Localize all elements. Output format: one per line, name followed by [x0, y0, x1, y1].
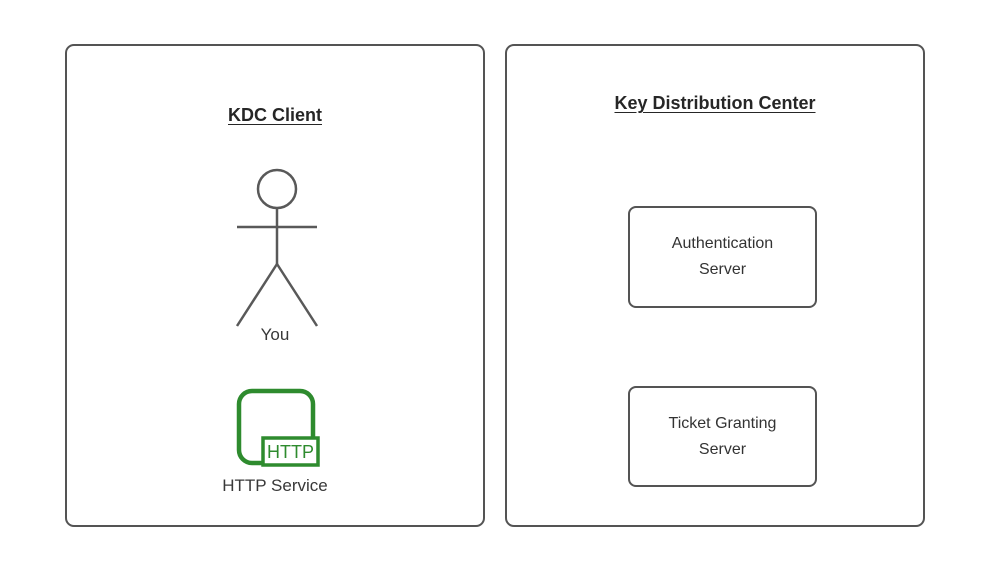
authentication-server-box: Authentication Server — [628, 206, 817, 308]
stick-figure-actor-icon — [235, 168, 319, 327]
authentication-server-label-line2: Server — [698, 261, 747, 278]
authentication-server-label-line1: Authentication — [671, 235, 774, 252]
key-distribution-center-panel: Key Distribution Center Authentication S… — [505, 44, 925, 527]
ticket-granting-server-label-line2: Server — [698, 440, 747, 458]
actor-label: You — [260, 325, 290, 344]
ticket-granting-server-label-line1: Ticket Granting — [668, 414, 777, 432]
kdc-client-title: KDC Client — [228, 105, 322, 125]
http-service-icon-badge — [261, 436, 320, 467]
ticket-granting-server-label: Ticket Granting Server — [669, 411, 777, 463]
actor-left-leg — [235, 263, 279, 327]
actor-head — [256, 168, 298, 210]
kdc-client-panel: KDC Client You HTTP HTTP Service — [65, 44, 485, 527]
key-distribution-center-title: Key Distribution Center — [614, 93, 816, 113]
actor-right-leg — [275, 263, 319, 327]
authentication-server-label: Authentication Server — [672, 231, 773, 283]
ticket-granting-server-box: Ticket Granting Server — [628, 386, 817, 487]
http-service-label: HTTP Service — [222, 476, 328, 495]
http-service-icon: HTTP — [236, 388, 320, 467]
http-service-icon-badge-text: HTTP — [267, 442, 314, 462]
